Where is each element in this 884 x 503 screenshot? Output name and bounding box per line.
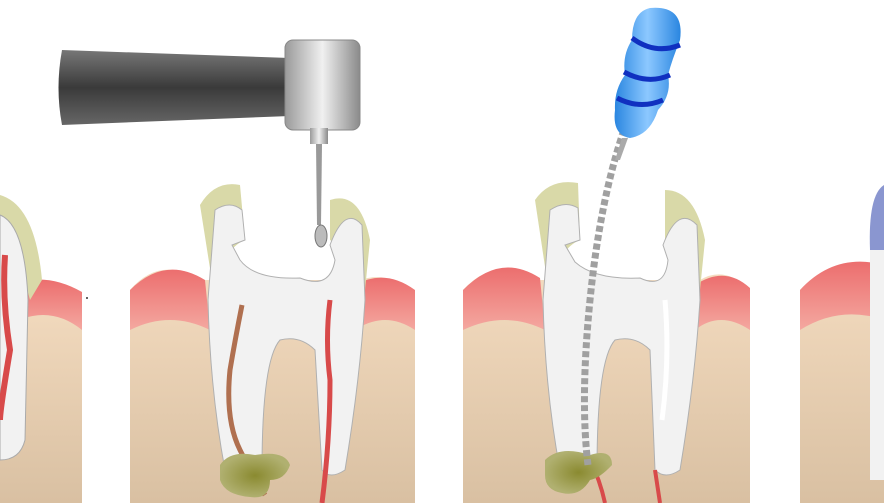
dental-drill-icon (58, 39, 361, 248)
panel-2 (130, 184, 415, 503)
endodontic-file-icon (580, 7, 681, 466)
infection (545, 451, 612, 494)
panel-3 (463, 182, 750, 503)
panel-1 (0, 195, 82, 503)
infection (220, 453, 290, 498)
panel-4 (800, 185, 884, 503)
